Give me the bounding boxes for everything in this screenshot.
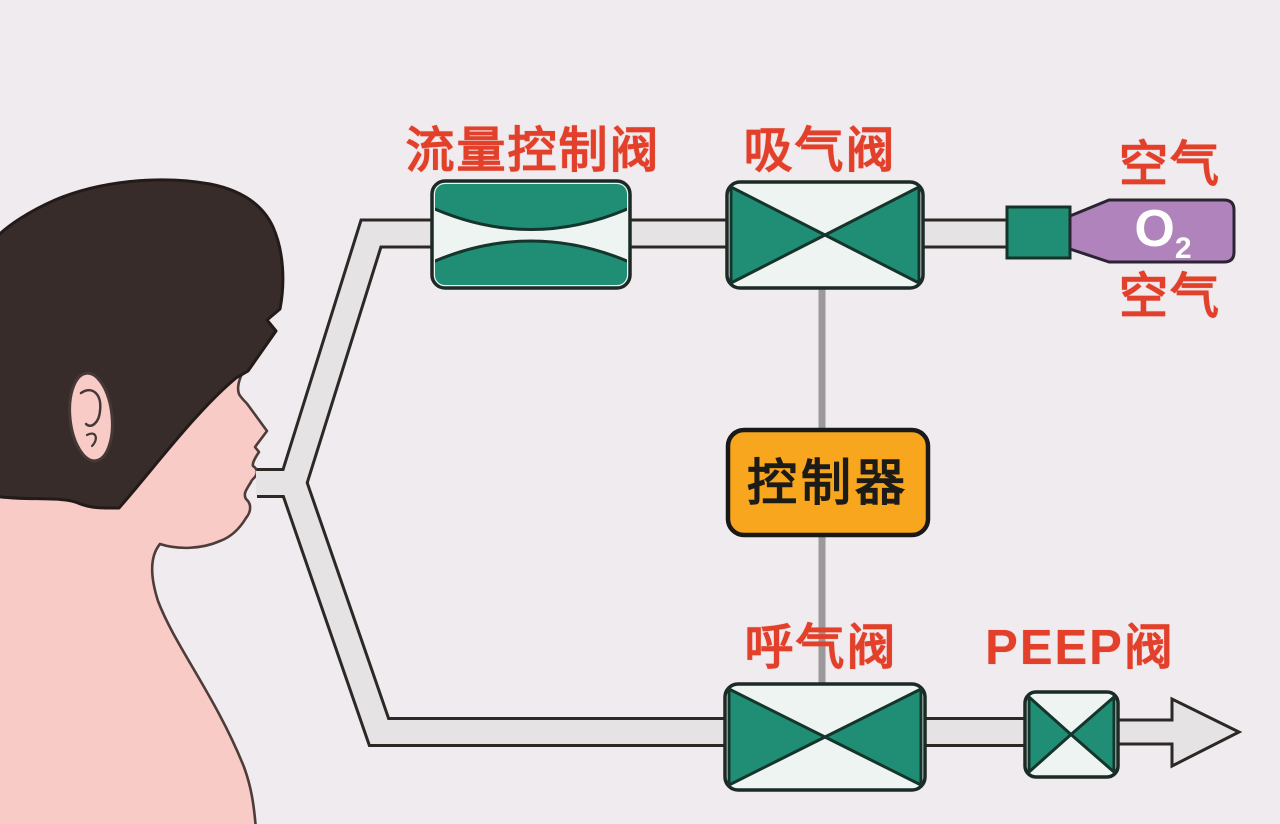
exhaust-arrow-icon [1106,696,1243,769]
peep-valve-symbol [1023,690,1120,779]
controller-box [725,427,931,538]
flow-control-valve-symbol [430,179,632,290]
breathing-circuit-tubing [256,218,1073,747]
inspiratory-valve-symbol [725,180,925,290]
oxygen-source [1005,198,1236,264]
label-controller: 控制器 [747,455,909,511]
oxygen-symbol: O [1134,200,1175,258]
label-expiratory-valve: 呼气阀 [744,621,898,675]
label-air-top: 空气 [1118,138,1222,192]
oxygen-tank [1068,198,1236,264]
label-peep-valve: PEEP阀 [985,621,1175,675]
label-inspiratory-valve: 吸气阀 [743,124,897,178]
patient-illustration [0,178,285,824]
label-flow-control-valve: 流量控制阀 [405,124,661,178]
patient-ear [68,371,114,463]
oxygen-subscript: 2 [1174,232,1192,265]
expiratory-valve-symbol [723,682,927,792]
label-air-bottom: 空气 [1118,270,1222,324]
label-oxygen: O2 [1134,203,1191,264]
gas-inlet-connector [1005,205,1072,260]
